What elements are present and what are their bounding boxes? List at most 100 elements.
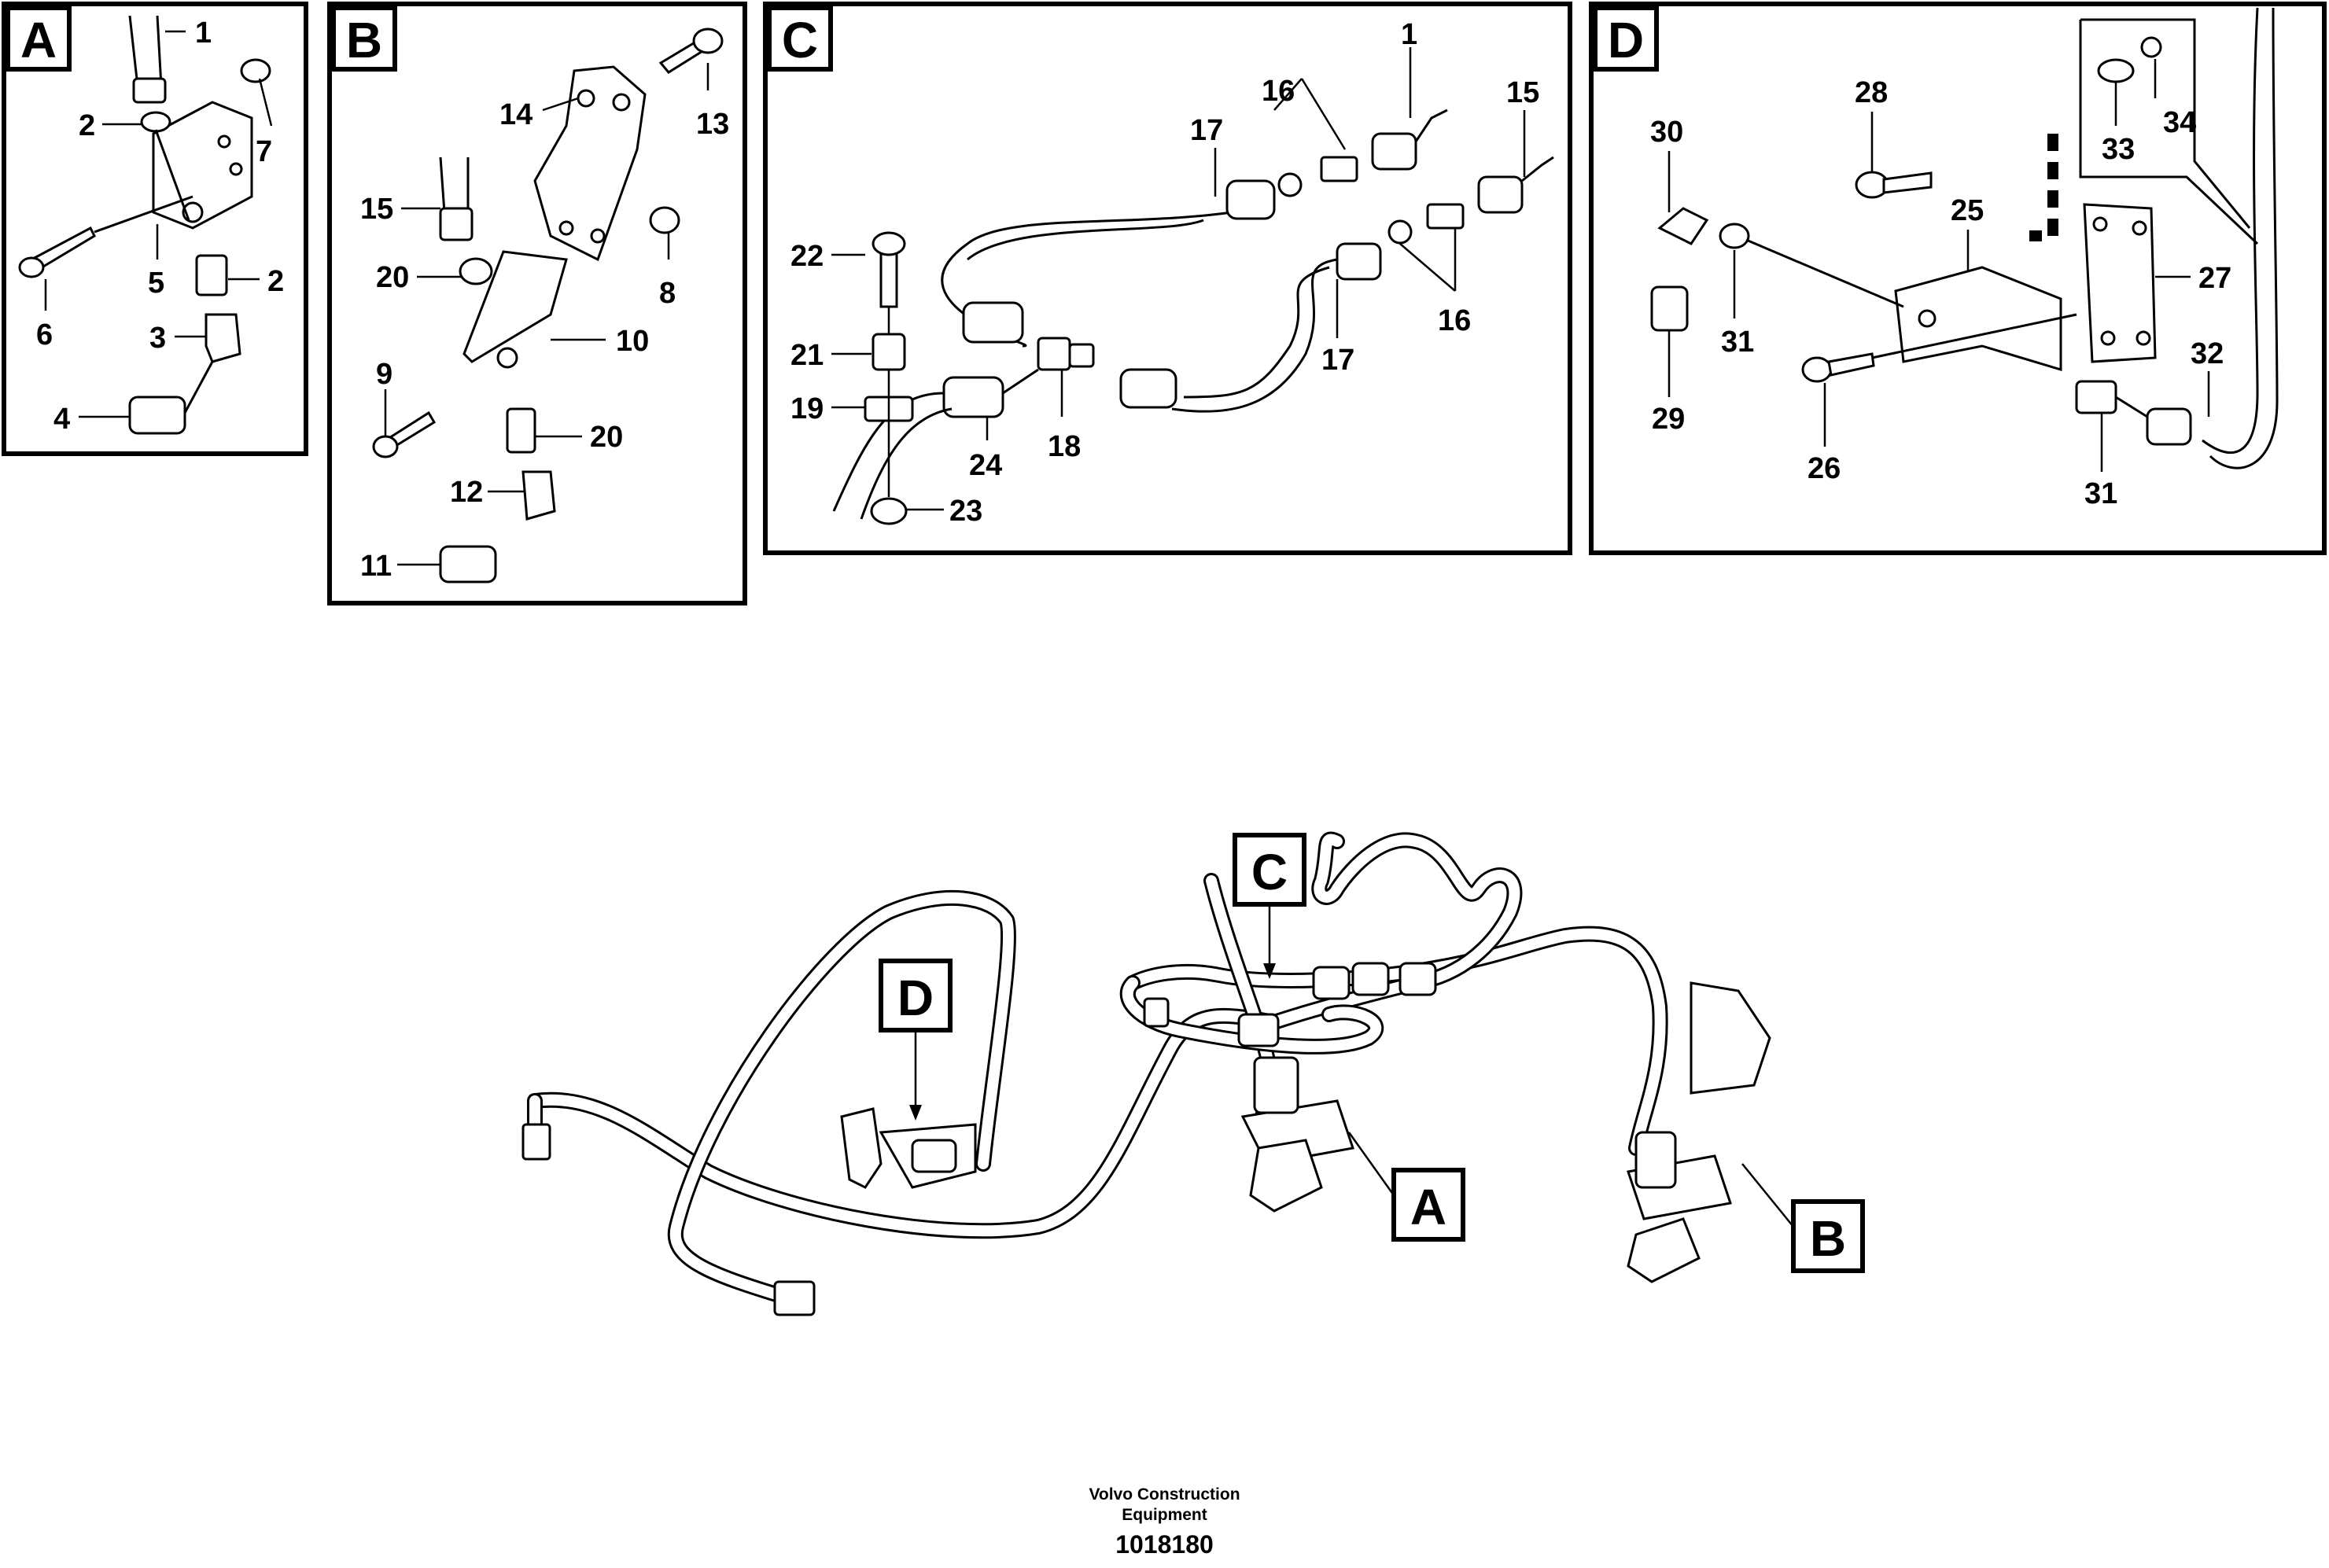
nut-part [1719, 223, 1750, 249]
overview-tag-a [1391, 1168, 1465, 1242]
arrow-head [1263, 963, 1276, 979]
bolt-head-part [692, 28, 724, 54]
leader-line [258, 78, 273, 127]
panel-d-label: D [1608, 12, 1644, 68]
pipe-line [1122, 977, 1382, 1052]
nipple-part [1426, 203, 1465, 230]
callout-21: 21 [790, 339, 824, 372]
hose-part [439, 156, 470, 213]
inset-frame [2079, 20, 2259, 245]
callout-10: 10 [616, 325, 649, 358]
assembly-line [183, 361, 214, 414]
clip-part [2097, 58, 2135, 83]
fitting-part [1119, 368, 1177, 409]
hose-fitting-part [439, 207, 474, 241]
panel-c-label: C [782, 12, 818, 68]
panel-a-tag [6, 6, 72, 72]
callout-34: 34 [2163, 106, 2196, 139]
hose-part [128, 15, 163, 87]
washer-part [1387, 219, 1413, 245]
callout-22: 22 [790, 240, 824, 273]
panel-c-tag [767, 6, 833, 72]
pipe-line [669, 892, 1014, 1303]
fitting-part [2146, 407, 2192, 446]
callout-26: 26 [1808, 452, 1841, 485]
callout-19: 19 [790, 392, 824, 425]
hose-line [967, 219, 1204, 261]
assembly-line [154, 129, 190, 221]
callout-28: 28 [1855, 76, 1888, 109]
callout-6: 6 [36, 318, 53, 352]
callout-16b: 16 [1438, 304, 1471, 337]
bolt-part [879, 250, 898, 308]
pipe-line [832, 392, 945, 512]
spacer-part [872, 333, 906, 371]
overview-assembly: C D A B [521, 831, 1865, 1316]
callout-17b: 17 [1321, 344, 1354, 377]
bracket-hole [217, 134, 231, 149]
overview-label-b: B [1810, 1210, 1846, 1267]
plate-hole [2100, 330, 2116, 346]
fitting-part [1225, 179, 1276, 220]
panel-c: C 1 [763, 2, 1572, 555]
fitting-part [1312, 966, 1351, 1000]
nipple-part [1320, 156, 1358, 182]
leader-line [1300, 78, 1347, 150]
fitting-part [1336, 242, 1382, 281]
bracket-part [1690, 981, 1771, 1095]
pipe-line [527, 1007, 1282, 1239]
overview-label-a: A [1410, 1179, 1446, 1235]
callout-13: 13 [696, 108, 729, 141]
bolt-head-part [872, 231, 906, 256]
callout-24: 24 [969, 449, 1002, 482]
fitting-part [1399, 962, 1437, 996]
callout-27: 27 [2198, 262, 2231, 295]
nut-part [870, 497, 908, 525]
elbow-part [1249, 1139, 1323, 1213]
screw-head-part [18, 256, 45, 278]
bracket-hole [1918, 309, 1937, 328]
elbow-part [1657, 207, 1709, 245]
pipe-line [860, 407, 953, 520]
pipe-line [1266, 831, 1523, 1030]
screw-part [2140, 36, 2162, 58]
nipple-part [2075, 380, 2117, 414]
nut-part [459, 257, 493, 285]
callout-17: 17 [1190, 114, 1223, 147]
pipe-line [2209, 7, 2279, 469]
pipe-end-fitting [521, 1123, 551, 1161]
assembly-line [1745, 238, 1904, 308]
callout-25: 25 [1951, 194, 1984, 227]
pipe-line [2202, 7, 2259, 454]
hose-line [1183, 266, 1330, 399]
coupling-part [439, 545, 497, 583]
coupling-part [128, 396, 186, 435]
callout-15: 15 [1506, 76, 1539, 109]
fitting-part [942, 376, 1004, 418]
bolt-head-part [240, 58, 271, 83]
tee-part [1068, 343, 1095, 368]
nipple-part [506, 407, 536, 454]
nut-part [649, 206, 680, 234]
panel-d: D 28 [1589, 2, 2327, 555]
footer-company: Volvo Construction Equipment [1089, 1485, 1240, 1524]
callout-20b: 20 [590, 421, 623, 454]
callout-23: 23 [949, 495, 982, 528]
callout-18: 18 [1048, 430, 1081, 463]
elbow-part [1627, 1217, 1701, 1283]
bracket-part [152, 101, 253, 230]
clamp-part [1143, 997, 1170, 1028]
nipple-part [1634, 1131, 1677, 1189]
pipe-line [1127, 928, 1666, 1154]
overview-label-c: C [1251, 844, 1288, 900]
panel-a-label: A [20, 12, 57, 68]
callout-20: 20 [376, 261, 409, 294]
pipe-end-fitting [773, 1280, 816, 1316]
screw-part [1827, 352, 1875, 377]
bracket-hole [612, 93, 631, 112]
plate-hole [2136, 330, 2151, 346]
bracket-hole [496, 347, 518, 369]
plate-part [2083, 203, 2157, 363]
leader-line [1273, 78, 1303, 111]
